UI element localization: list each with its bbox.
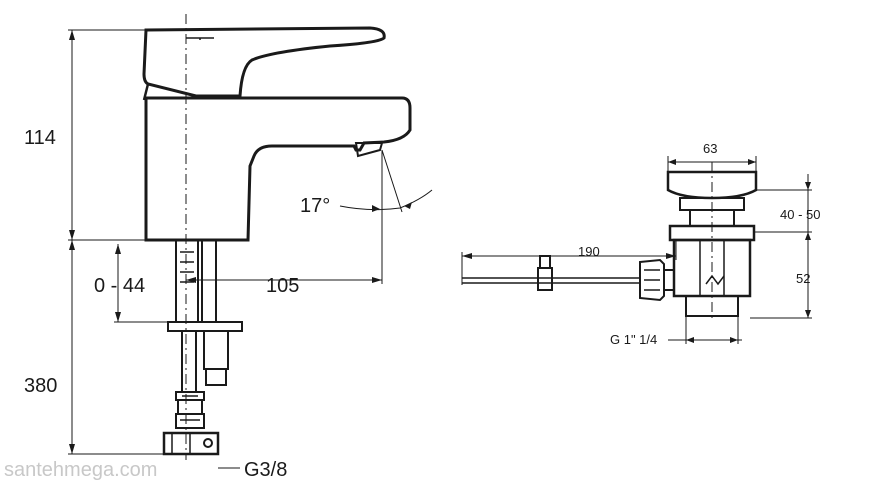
rod-nut [639, 258, 665, 302]
label-reach: 105 [266, 275, 299, 297]
fixing-plate [167, 321, 243, 332]
label-thread: G 1" 1/4 [610, 332, 657, 347]
faucet-drawing [142, 14, 412, 460]
faucet-dimensions [68, 29, 433, 469]
drain-dimensions [461, 156, 812, 344]
label-head-diameter: 63 [703, 141, 717, 156]
label-connection: G3/8 [244, 459, 287, 481]
label-height-bottom: 380 [24, 375, 57, 397]
faucet-lever [142, 26, 386, 98]
rod-clip [537, 267, 553, 291]
label-height-top: 114 [24, 127, 56, 149]
drain-drawing [462, 162, 758, 320]
watermark: santehmega.com [4, 459, 157, 481]
label-rod-length: 190 [578, 244, 600, 259]
faucet-body [144, 96, 412, 242]
connection-nut [162, 431, 220, 456]
label-body-height: 52 [796, 271, 810, 286]
label-spout-angle: 17° [300, 195, 330, 217]
label-adjust-range: 0 - 44 [94, 275, 145, 297]
label-thickness-range: 40 - 50 [780, 207, 820, 222]
